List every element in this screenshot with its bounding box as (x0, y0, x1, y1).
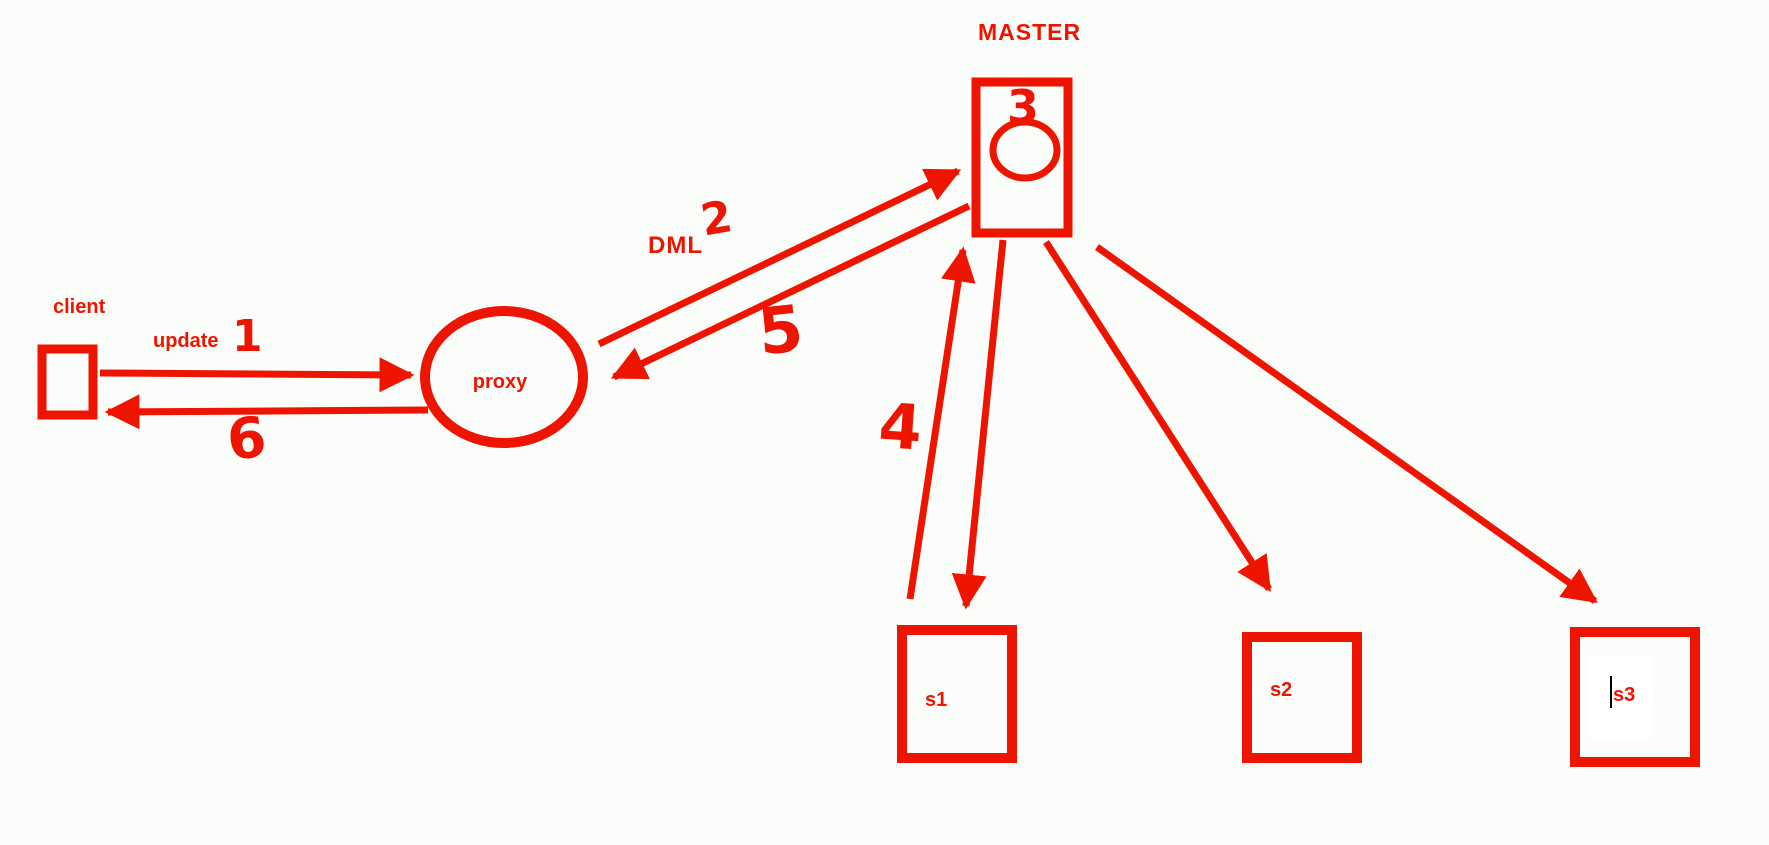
step-6-label: 6 (224, 405, 270, 474)
client-label: client (53, 296, 106, 318)
step-4-label: 4 (876, 389, 924, 465)
master-label: MASTER (978, 19, 1081, 45)
proxy-node (420, 306, 588, 448)
arrow-client-to-proxy (99, 357, 415, 393)
arrow-master-to-proxy (610, 202, 971, 381)
s1-node (897, 625, 1017, 763)
arrow-proxy-to-master (597, 167, 962, 348)
master-self-loop-circle (989, 118, 1061, 182)
client-node (37, 344, 98, 420)
arrow-master-to-s3 (1094, 244, 1598, 604)
update-label: update (153, 330, 219, 352)
master-node (971, 77, 1073, 238)
s2-label: s2 (1270, 679, 1292, 701)
step-1-label: 1 (232, 311, 263, 362)
arrow-s1-to-master (906, 246, 976, 600)
dml-label: DML (648, 232, 703, 259)
step-5-label: 5 (755, 292, 807, 370)
arrow-master-to-s2 (1043, 240, 1272, 592)
arrow-master-to-s1 (951, 239, 1007, 610)
s3-label: s3 (1613, 684, 1635, 706)
s3-node (1570, 627, 1700, 767)
s1-label: s1 (925, 689, 947, 711)
s2-node (1242, 632, 1362, 763)
step-3-label: 3 (1007, 80, 1039, 134)
proxy-label: proxy (473, 371, 528, 393)
arrow-proxy-to-client (104, 394, 429, 430)
text-entry-highlight (1589, 656, 1651, 740)
